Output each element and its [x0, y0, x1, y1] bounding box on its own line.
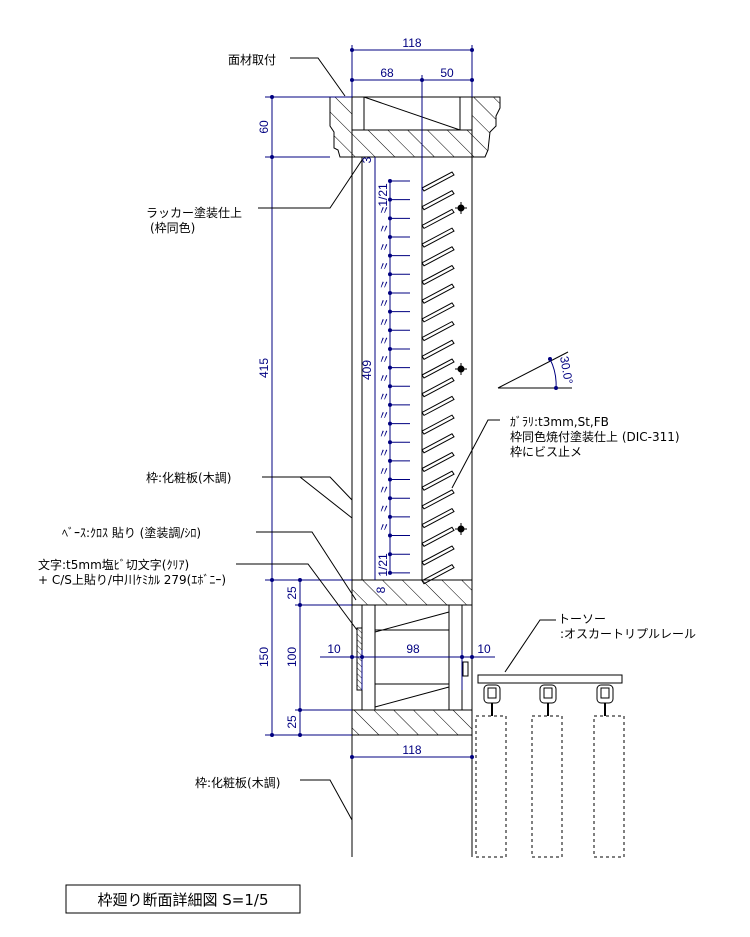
dim-base-bottom: 25 — [285, 715, 299, 729]
louver-slat — [421, 545, 455, 566]
dim-inner-width: 98 — [406, 642, 420, 656]
label-base: ﾍﾞｰｽ:ｸﾛｽ 貼り (塗装調/ｼﾛ) — [62, 525, 201, 540]
dim-base-top: 25 — [285, 586, 299, 600]
pitch-repeat-mark: 〃 — [378, 409, 390, 423]
pitch-repeat-mark: 〃 — [378, 483, 390, 497]
label-louver-1: ｶﾞﾗﾘ:t3mm,St,FB — [510, 415, 609, 429]
pitch-repeat-mark: 〃 — [378, 390, 390, 404]
label-lacquer-2: (枠同色) — [150, 221, 195, 235]
louver-slat — [421, 302, 455, 323]
pitch-repeat-mark: 〃 — [378, 334, 390, 348]
louver-slat — [421, 358, 455, 379]
dim-gap-top: 3 — [360, 156, 374, 163]
louver-slat — [421, 526, 455, 547]
title-box — [65, 884, 301, 914]
label-frame-upper: 枠:化粧板(木調) — [146, 471, 231, 485]
rail-carrier — [483, 684, 501, 716]
louver-slat — [421, 414, 455, 435]
frame-body — [351, 157, 473, 857]
label-louver-3: 枠にビス止メ — [510, 445, 582, 459]
dim-cap-height: 60 — [257, 120, 271, 134]
dim-top-left: 68 — [380, 66, 394, 80]
dimension-lines — [265, 45, 495, 759]
pitch-repeat-mark: 〃 — [378, 241, 390, 255]
drawing-title: 枠廻り断面詳細図 S=1/5 — [98, 891, 269, 909]
dim-base-height: 150 — [257, 647, 271, 667]
rail-carrier — [539, 684, 557, 716]
pitch-repeat-mark: 〃 — [378, 222, 390, 236]
louver-slats — [421, 171, 455, 585]
label-panel-mount: 面材取付 — [228, 53, 276, 67]
pitch-repeat-mark: 〃 — [378, 465, 390, 479]
top-cap — [329, 96, 501, 158]
pitch-repeat-mark: 〃 — [378, 259, 390, 273]
pitch-repeat-mark: 〃 — [378, 297, 390, 311]
pitch-repeat-mark: 〃 — [378, 446, 390, 460]
label-rail-1: トーソー — [558, 612, 606, 626]
louver-slat — [421, 339, 455, 360]
label-letters-1: 文字:t5mm塩ﾋﾞ切文字(ｸﾘｱ) — [38, 557, 189, 572]
louver-angle-indicator: 30.0° — [497, 351, 576, 390]
louver-slat — [421, 190, 455, 211]
louver-slat — [421, 227, 455, 248]
louver-slat — [421, 489, 455, 510]
dim-pitch-bottom: 1/21 — [376, 553, 390, 577]
label-letters-2: + C/S上貼り/中川ｹﾐｶﾙ 279(ｴﾎﾞﾆｰ) — [38, 572, 226, 587]
louver-slat — [421, 246, 455, 267]
dim-middle-height: 415 — [257, 358, 271, 378]
pitch-repeat-mark: 〃 — [378, 502, 390, 516]
louver-slat — [421, 208, 455, 230]
louver-slat — [421, 507, 455, 529]
pitch-repeat-mark: 〃 — [378, 427, 390, 441]
pitch-repeat-mark: 〃 — [378, 315, 390, 329]
dim-top-right: 50 — [440, 66, 454, 80]
label-louver-2: 枠同色焼付塗装仕上 (DIC-311) — [510, 429, 680, 444]
louver-slat — [421, 264, 455, 286]
label-lacquer-1: ラッカー塗装仕上 — [146, 205, 242, 220]
louver-slat — [421, 433, 455, 454]
louver-slat — [421, 320, 455, 342]
label-frame-lower: 枠:化粧板(木調) — [195, 776, 280, 790]
pitch-repeat-mark: 〃 — [378, 353, 390, 367]
dim-pitch-top: 1/21 — [376, 183, 390, 207]
dim-side-right: 10 — [477, 642, 491, 656]
louver-slat — [421, 395, 455, 417]
label-rail-2: :オスカートリプルレール — [560, 627, 696, 641]
leader-lines — [236, 57, 556, 821]
dim-base-middle: 100 — [285, 647, 299, 667]
dim-top-total: 118 — [402, 36, 421, 50]
dim-side-left: 10 — [327, 642, 341, 656]
screw-icons — [455, 202, 467, 535]
louver-slat — [421, 470, 455, 491]
louver-pitch-dimensions: 〃〃〃〃〃〃〃〃〃〃〃〃〃〃〃〃〃〃 — [378, 179, 410, 575]
louver-slat — [421, 451, 455, 473]
dim-louver-angle: 30.0° — [557, 355, 576, 385]
pitch-repeat-mark: 〃 — [378, 521, 390, 535]
pitch-repeat-mark: 〃 — [378, 371, 390, 385]
dim-gap-bottom: 8 — [374, 586, 388, 593]
pitch-repeat-mark: 〃 — [378, 203, 390, 217]
pitch-repeat-mark: 〃 — [378, 278, 390, 292]
rail-carrier — [596, 684, 614, 716]
dim-bottom-total: 118 — [402, 743, 421, 757]
louver-slat — [421, 283, 455, 304]
louver-slat — [421, 377, 455, 398]
curtain-rail — [475, 674, 625, 858]
louver-slat — [421, 171, 455, 192]
dim-louver-height: 409 — [360, 360, 374, 380]
